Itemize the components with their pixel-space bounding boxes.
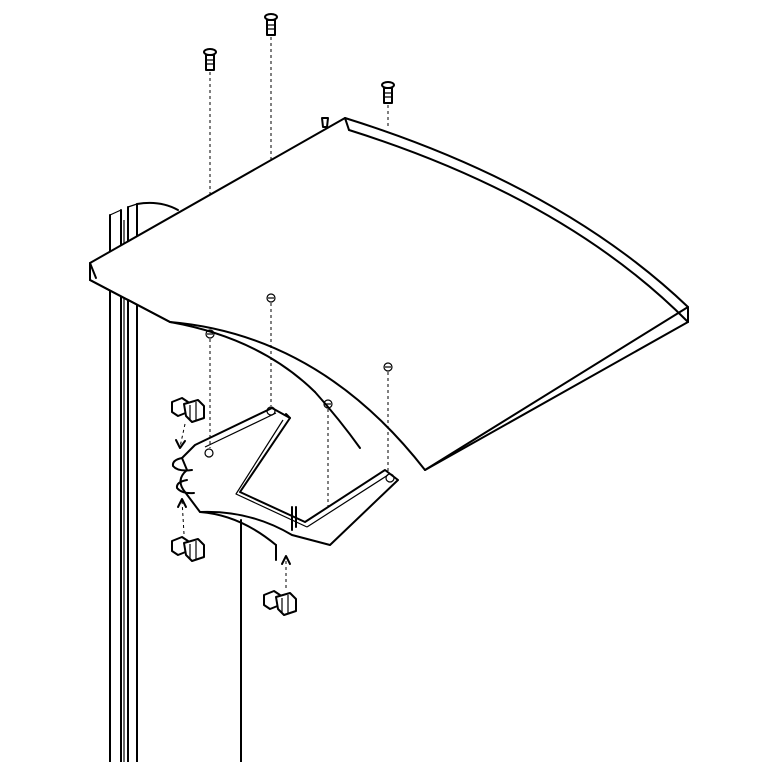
panel-screw <box>381 81 395 128</box>
mounting-knob-lower <box>171 498 205 562</box>
panel-screw-tip <box>321 117 329 128</box>
panel-screw <box>264 13 278 160</box>
shelf-bracket <box>171 406 399 561</box>
bracket-screw <box>383 362 393 473</box>
curved-shelf-panel <box>89 117 689 471</box>
bracket-screw <box>266 293 276 406</box>
panel-screw <box>203 48 217 195</box>
mounting-knob-center <box>263 555 297 616</box>
bracket-screw <box>205 329 215 448</box>
bracket-screw <box>323 399 333 510</box>
mounting-knob-upper <box>171 397 205 449</box>
